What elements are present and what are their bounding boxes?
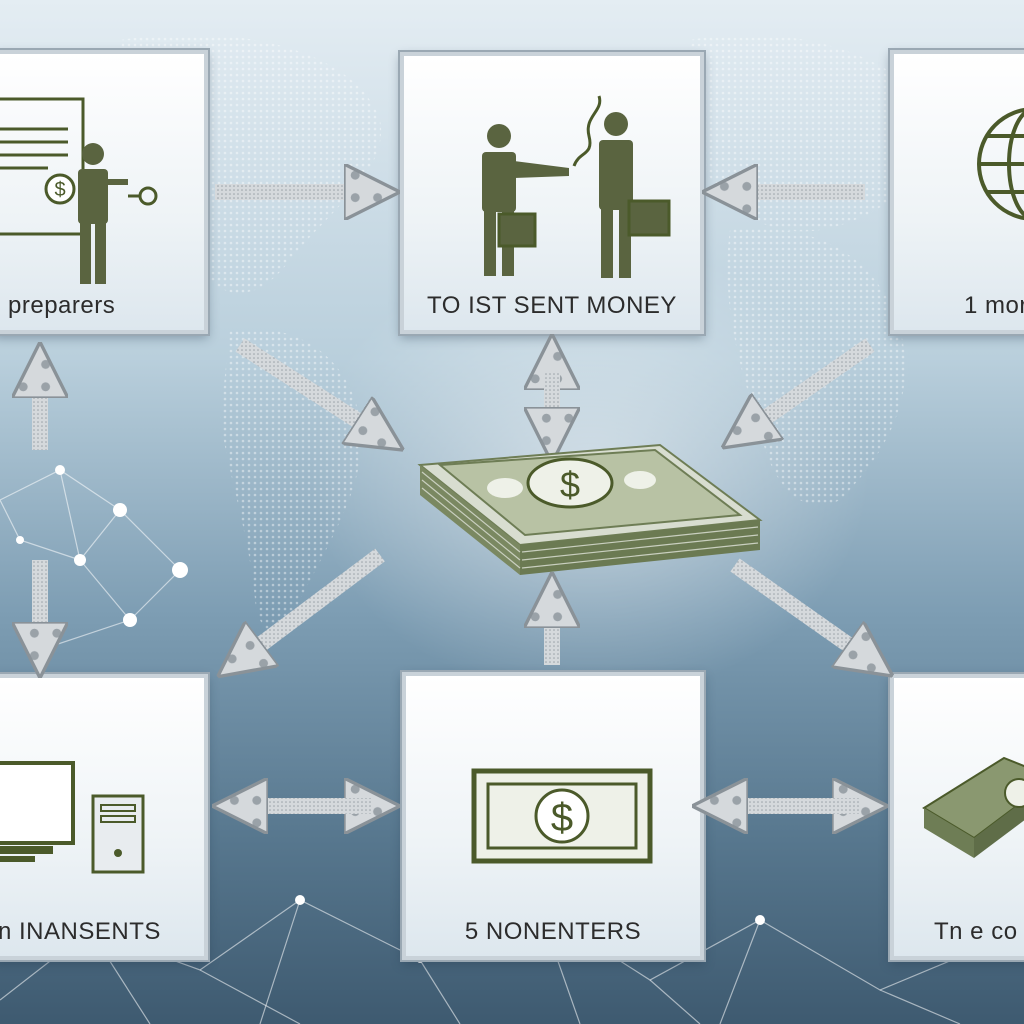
panel-label: preparers [8,292,116,319]
panel-label: TO IST SENT MONEY [427,292,677,319]
svg-text:$: $ [551,796,573,840]
briefcase-icon [497,199,671,248]
globe-icon [977,107,1024,221]
panel-cash[interactable]: Tn e co [888,672,1024,962]
panel-label: 1 mor [964,292,1024,319]
panel-label: 5 NONENTERS [464,918,642,945]
svg-text:$: $ [54,179,65,201]
panel-banknote[interactable]: $ 5 NONENTERS [400,670,706,962]
panel-money-globe[interactable]: 1 mor [888,48,1024,336]
cash-stack-icon [922,756,1024,858]
dollar-coin-icon: $ [44,173,76,205]
panel-label: Tn e co [934,918,1018,945]
person-giving-icon [482,95,671,278]
panel-label: n INANSENTS [0,918,161,945]
banknote-icon: $ [471,768,653,864]
person-icon [78,143,128,284]
panel-sent-money[interactable]: TO IST SENT MONEY [398,50,706,336]
desktop-tower-icon [91,794,145,874]
document-icon: $ [0,97,158,284]
panel-preparers[interactable]: $ preparers [0,48,210,336]
panel-computer[interactable]: n INANSENTS [0,672,210,962]
computer-monitor-icon [0,761,145,874]
